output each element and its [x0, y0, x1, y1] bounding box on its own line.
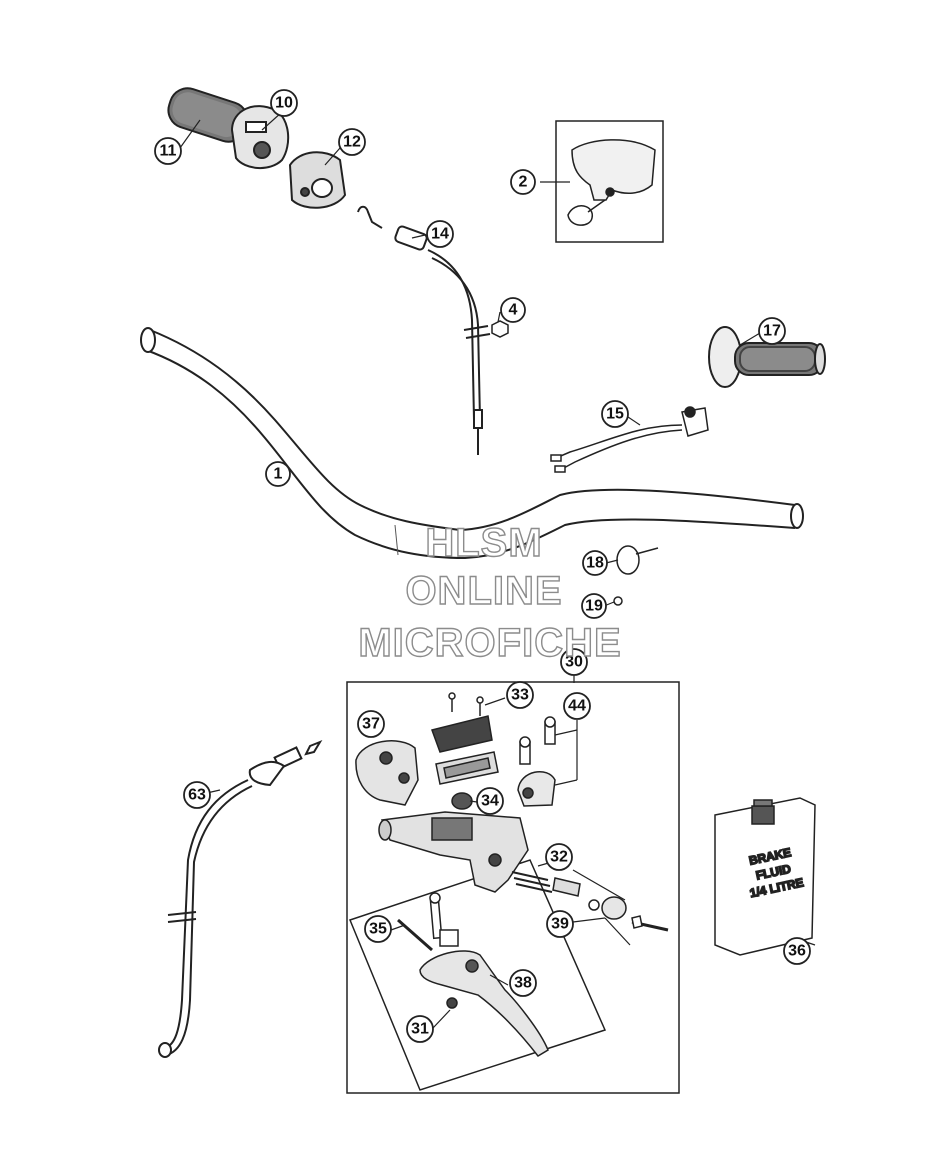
callout-1-label: 1 — [274, 466, 283, 483]
piston-part — [511, 871, 581, 897]
callout-10: 10 — [270, 89, 298, 117]
callout-11-label: 11 — [160, 143, 177, 160]
callout-44-label: 44 — [568, 698, 586, 715]
callout-36: 36 — [783, 937, 811, 965]
cap-part — [451, 792, 473, 810]
callout-37-label: 37 — [362, 716, 380, 733]
reservoir-cover-part — [431, 692, 499, 785]
callout-2-label: 2 — [519, 174, 528, 191]
callout-17-label: 17 — [763, 323, 781, 340]
callout-37: 37 — [357, 710, 385, 738]
callout-4: 4 — [500, 297, 526, 323]
callout-35: 35 — [364, 915, 392, 943]
callout-38-label: 38 — [514, 975, 532, 992]
callout-12: 12 — [338, 128, 366, 156]
master-cylinder-body-part — [378, 811, 529, 893]
callout-63: 63 — [183, 781, 211, 809]
watermark-line2: ONLINE — [405, 569, 562, 613]
callout-44: 44 — [563, 692, 591, 720]
callout-17: 17 — [758, 317, 786, 345]
callout-19: 19 — [581, 593, 607, 619]
callout-14-label: 14 — [431, 226, 449, 243]
handlebar-pad-part — [555, 120, 664, 243]
callout-15-label: 15 — [606, 406, 624, 423]
watermark-line3: MICROFICHE — [358, 621, 621, 665]
clutch-cable-part — [158, 739, 323, 1058]
throttle-cable-part — [357, 205, 491, 455]
callout-33: 33 — [506, 681, 534, 709]
callout-4-label: 4 — [509, 302, 518, 319]
small-nut-part — [613, 596, 623, 606]
callout-11: 11 — [154, 137, 182, 165]
callout-30-label: 30 — [565, 654, 583, 671]
callout-34: 34 — [476, 787, 504, 815]
callout-19-label: 19 — [585, 598, 603, 615]
callout-10-label: 10 — [275, 95, 293, 112]
nut-part — [491, 320, 509, 338]
clamp-part — [355, 740, 419, 806]
callout-15: 15 — [601, 400, 629, 428]
watermark-line1: HLSM — [425, 521, 542, 565]
brake-fluid-bottle-part: BRAKE FLUID 1/4 LITRE — [714, 797, 816, 956]
callout-38: 38 — [509, 969, 537, 997]
left-grip-part — [708, 326, 826, 388]
callout-1: 1 — [265, 461, 291, 487]
watermark: HLSM ONLINE MICROFICHE — [358, 520, 622, 665]
callout-14: 14 — [426, 220, 454, 248]
callout-31-label: 31 — [411, 1021, 429, 1038]
callout-35-label: 35 — [369, 921, 387, 938]
callout-39-label: 39 — [551, 916, 569, 933]
callout-34-label: 34 — [481, 793, 499, 810]
boot-part — [588, 896, 669, 932]
callout-31: 31 — [406, 1015, 434, 1043]
stop-switch-part — [550, 406, 709, 473]
throttle-housing-part — [230, 105, 290, 169]
clamp-bolt-part — [517, 716, 556, 807]
callout-18: 18 — [582, 550, 608, 576]
callout-33-label: 33 — [511, 687, 529, 704]
throttle-cover-part — [288, 151, 347, 209]
callout-12-label: 12 — [343, 134, 361, 151]
handlebar-part — [140, 327, 804, 560]
callout-63-label: 63 — [188, 787, 206, 804]
callout-30: 30 — [560, 648, 588, 676]
callout-18-label: 18 — [586, 555, 604, 572]
cable-tie-part — [616, 545, 659, 575]
callout-32: 32 — [545, 843, 573, 871]
callout-39: 39 — [546, 910, 574, 938]
master-cylinder-group — [346, 681, 680, 1094]
callout-36-label: 36 — [788, 943, 806, 960]
callout-32-label: 32 — [550, 849, 568, 866]
callout-2: 2 — [510, 169, 536, 195]
